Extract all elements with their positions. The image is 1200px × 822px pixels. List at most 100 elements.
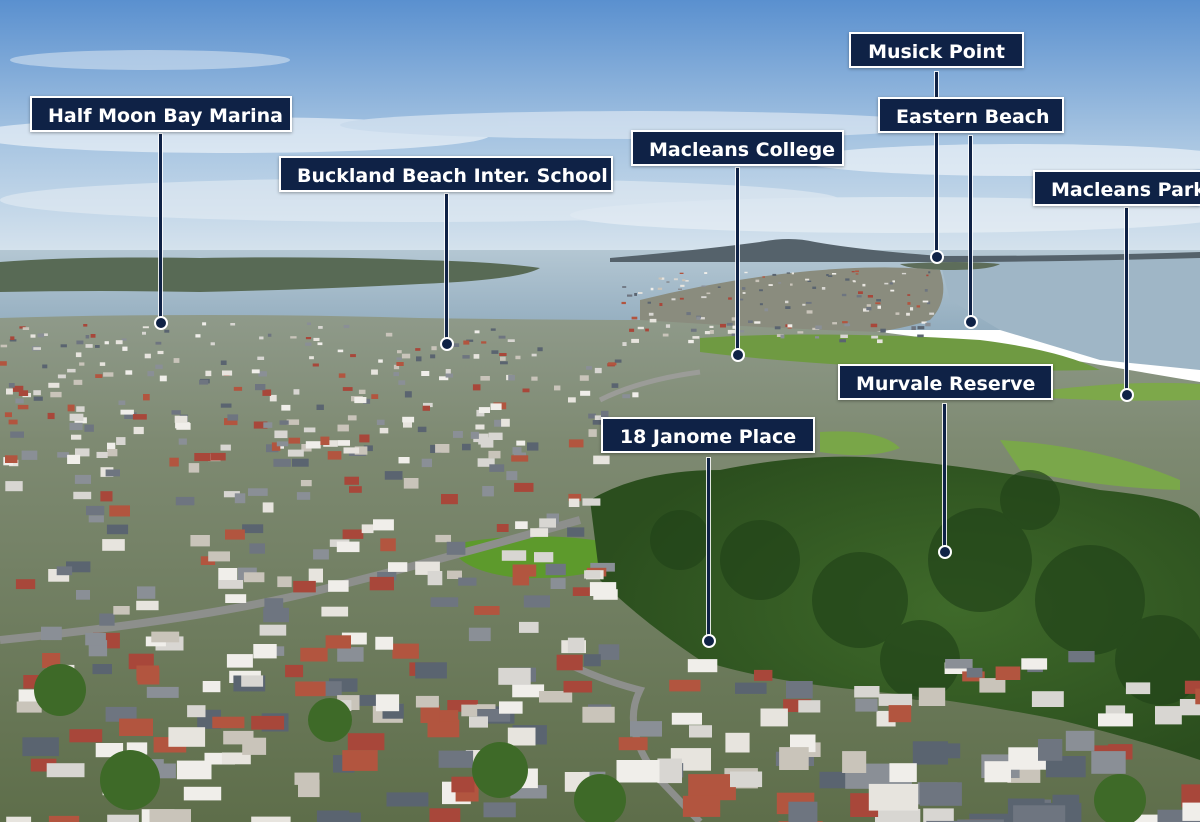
house-roof bbox=[563, 680, 593, 693]
house-roof bbox=[104, 341, 109, 345]
house-roof bbox=[867, 295, 873, 298]
house-roof bbox=[1021, 658, 1048, 670]
house-roof bbox=[657, 287, 663, 290]
house-roof bbox=[178, 438, 187, 445]
house-roof bbox=[490, 403, 502, 410]
house-roof bbox=[701, 296, 707, 299]
house-roof bbox=[146, 686, 179, 698]
house-roof bbox=[582, 706, 615, 723]
house-roof bbox=[657, 758, 682, 784]
house-roof bbox=[230, 323, 236, 326]
house-roof bbox=[69, 422, 83, 431]
house-roof bbox=[688, 339, 694, 344]
house-roof bbox=[105, 706, 137, 722]
house-roof bbox=[658, 277, 662, 280]
house-roof bbox=[889, 763, 917, 783]
house-roof bbox=[945, 659, 973, 669]
house-roof bbox=[69, 729, 103, 743]
house-roof bbox=[431, 346, 437, 351]
house-roof bbox=[911, 326, 916, 330]
house-roof bbox=[233, 386, 243, 391]
house-roof bbox=[309, 356, 314, 360]
house-roof bbox=[906, 312, 910, 316]
house-roof bbox=[506, 471, 518, 481]
house-roof bbox=[12, 385, 24, 392]
house-roof bbox=[815, 325, 822, 330]
house-roof bbox=[622, 286, 627, 288]
house-roof bbox=[966, 667, 983, 678]
house-roof bbox=[248, 488, 268, 496]
house-roof bbox=[739, 298, 744, 301]
house-roof bbox=[295, 681, 326, 697]
house-roof bbox=[666, 281, 670, 283]
label-18-janome-place: 18 Janome Place bbox=[601, 417, 815, 453]
house-roof bbox=[1179, 699, 1200, 716]
house-roof bbox=[57, 374, 66, 379]
house-roof bbox=[392, 643, 419, 659]
house-roof bbox=[589, 582, 617, 596]
house-roof bbox=[884, 282, 889, 285]
house-roof bbox=[742, 292, 746, 294]
house-roof bbox=[878, 693, 913, 706]
house-roof bbox=[398, 380, 406, 385]
house-roof bbox=[1125, 682, 1151, 695]
label-half-moon-bay-marina: Half Moon Bay Marina bbox=[30, 96, 292, 132]
house-roof bbox=[128, 653, 154, 670]
house-roof bbox=[212, 716, 245, 729]
house-roof bbox=[855, 273, 859, 275]
house-roof bbox=[417, 426, 427, 433]
house-roof bbox=[421, 458, 432, 468]
house-roof bbox=[742, 287, 746, 290]
house-roof bbox=[868, 783, 919, 811]
house-roof bbox=[537, 347, 543, 352]
house-roof bbox=[601, 410, 609, 418]
house-roof bbox=[106, 524, 129, 535]
house-roof bbox=[582, 498, 601, 506]
house-roof bbox=[1008, 747, 1048, 770]
house-roof bbox=[474, 606, 500, 615]
house-roof bbox=[344, 476, 359, 485]
house-roof bbox=[856, 295, 862, 298]
house-roof bbox=[375, 694, 400, 712]
house-roof bbox=[925, 322, 931, 327]
house-roof bbox=[764, 308, 769, 312]
house-roof bbox=[785, 300, 789, 304]
house-roof bbox=[701, 285, 706, 287]
house-roof bbox=[4, 412, 12, 418]
house-roof bbox=[42, 653, 61, 668]
house-roof bbox=[218, 568, 238, 580]
house-roof bbox=[704, 272, 708, 274]
house-roof bbox=[645, 328, 649, 332]
house-roof bbox=[508, 374, 515, 381]
house-roof bbox=[608, 362, 617, 366]
callout-stem bbox=[943, 404, 946, 546]
house-roof bbox=[363, 398, 371, 404]
house-roof bbox=[183, 786, 222, 801]
house-roof bbox=[251, 369, 260, 374]
house-roof bbox=[30, 334, 36, 338]
house-roof bbox=[554, 385, 561, 391]
house-roof bbox=[776, 334, 784, 337]
house-roof bbox=[731, 333, 737, 336]
house-roof bbox=[263, 607, 289, 623]
house-roof bbox=[149, 809, 191, 822]
house-roof bbox=[728, 297, 732, 300]
house-roof bbox=[917, 326, 925, 330]
house-roof bbox=[550, 578, 566, 589]
house-roof bbox=[115, 340, 123, 345]
house-roof bbox=[659, 303, 663, 306]
house-roof bbox=[477, 458, 495, 467]
house-roof bbox=[164, 329, 170, 333]
house-roof bbox=[866, 307, 872, 311]
house-roof bbox=[787, 324, 793, 328]
house-roof bbox=[611, 383, 619, 388]
house-roof bbox=[438, 750, 474, 768]
house-roof bbox=[682, 795, 721, 817]
house-roof bbox=[422, 405, 430, 411]
house-roof bbox=[842, 321, 848, 324]
house-roof bbox=[446, 541, 466, 555]
house-roof bbox=[788, 801, 818, 822]
house-roof bbox=[700, 317, 705, 320]
house-roof bbox=[204, 752, 235, 765]
house-roof bbox=[662, 333, 669, 337]
